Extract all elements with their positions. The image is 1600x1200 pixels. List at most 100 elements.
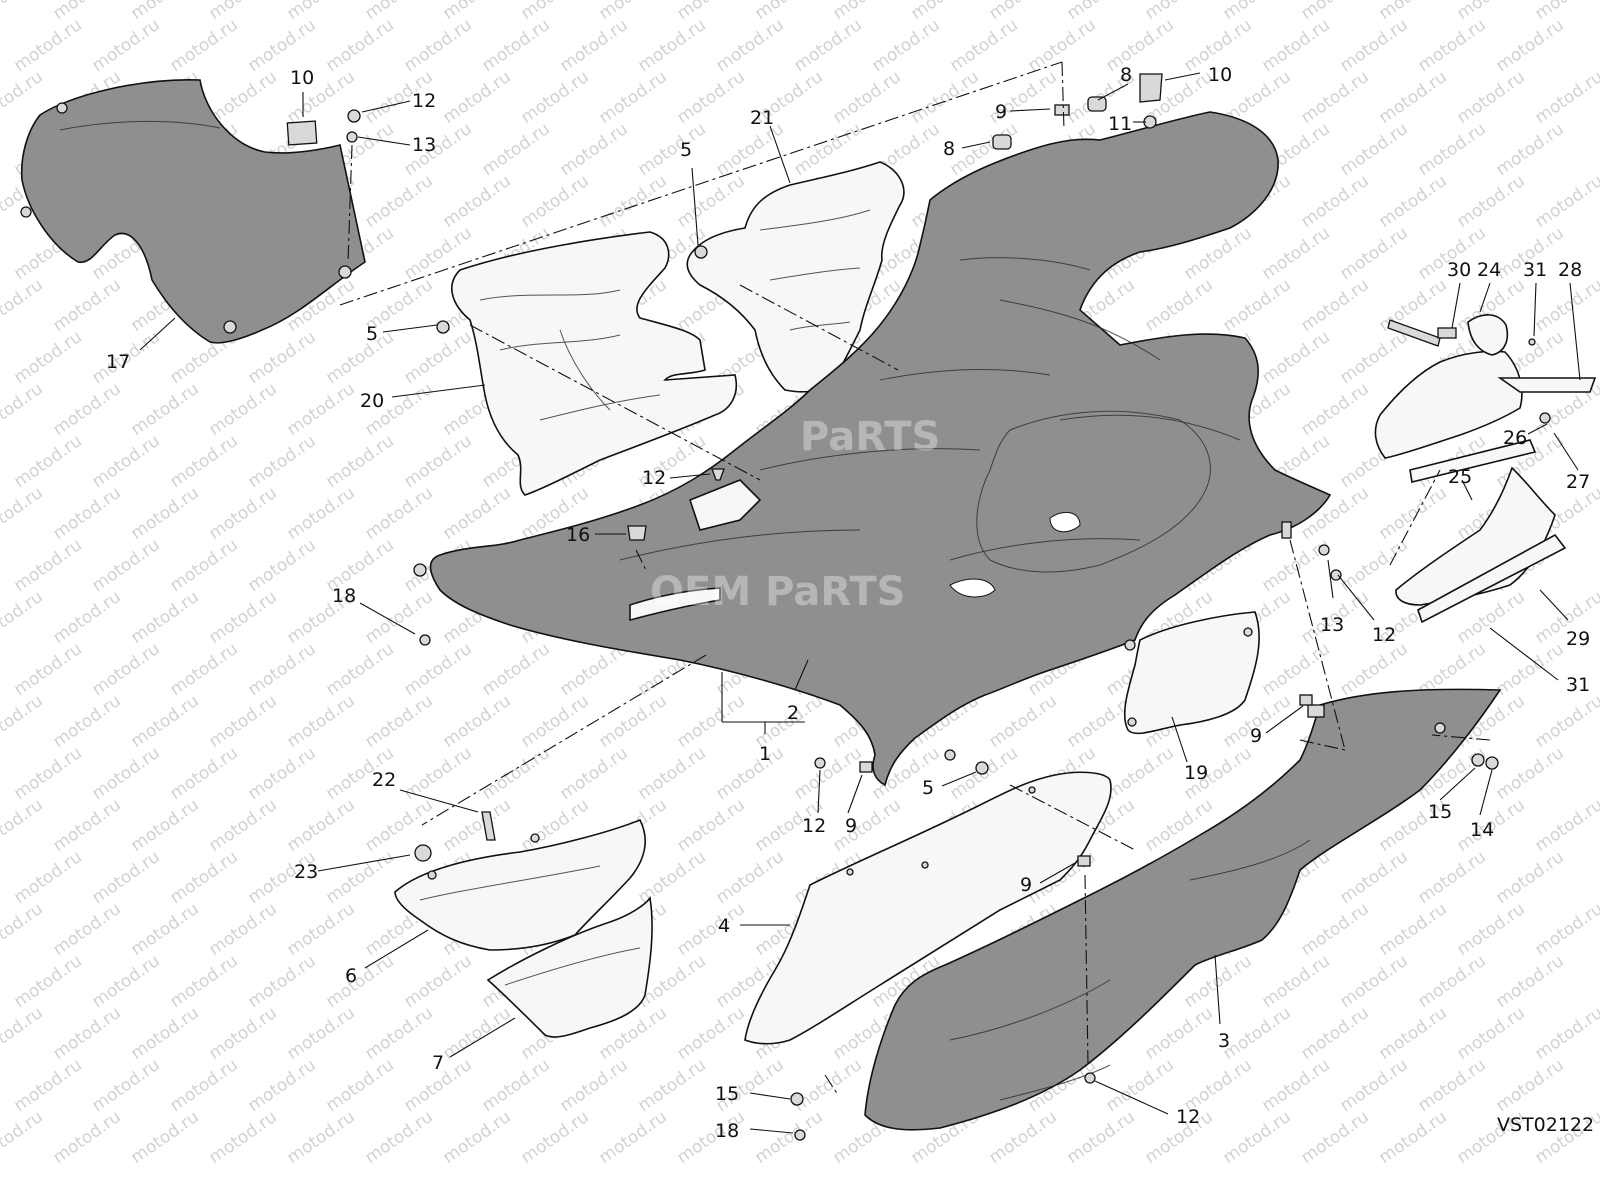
site-watermark: motod.ru <box>1531 171 1600 232</box>
site-watermark: motod.ru <box>1531 0 1600 24</box>
callout-14: 14 <box>1470 819 1494 841</box>
leader-lines <box>139 72 1581 1134</box>
site-watermark: motod.ru <box>244 743 319 804</box>
site-watermark: motod.ru <box>1453 899 1528 960</box>
site-watermark: motod.ru <box>985 0 1060 24</box>
site-watermark: motod.ru <box>478 119 553 180</box>
site-watermark: motod.ru <box>1375 67 1450 128</box>
site-watermark: motod.ru <box>1453 1003 1528 1064</box>
site-watermark: motod.ru <box>0 275 47 336</box>
site-watermark: motod.ru <box>1531 275 1600 336</box>
site-watermark: motod.ru <box>1141 275 1216 336</box>
site-watermark: motod.ru <box>634 1055 709 1116</box>
site-watermark: motod.ru <box>205 0 280 24</box>
site-watermark: motod.ru <box>1375 899 1450 960</box>
callout-12: 12 <box>412 90 436 112</box>
site-watermark: motod.ru <box>439 691 514 752</box>
site-watermark: motod.ru <box>868 15 943 76</box>
site-watermark: motod.ru <box>751 0 826 24</box>
site-watermark: motod.ru <box>400 327 475 388</box>
site-watermark: motod.ru <box>1492 15 1567 76</box>
site-watermark: motod.ru <box>712 743 787 804</box>
part-8-grommets <box>992 96 1107 150</box>
site-watermark: motod.ru <box>439 1107 514 1168</box>
site-watermark: motod.ru <box>361 1003 436 1064</box>
part-9-clips <box>859 104 1313 867</box>
site-watermark: motod.ru <box>283 691 358 752</box>
site-watermark: motod.ru <box>556 1055 631 1116</box>
site-watermark: motod.ru <box>556 15 631 76</box>
site-watermark: motod.ru <box>0 0 47 24</box>
site-watermark: motod.ru <box>0 1003 47 1064</box>
site-watermark: motod.ru <box>127 1003 202 1064</box>
site-watermark: motod.ru <box>88 431 163 492</box>
callout-6: 6 <box>345 965 357 987</box>
site-watermark: motod.ru <box>127 379 202 440</box>
site-watermark: motod.ru <box>1492 951 1567 1012</box>
site-watermark: motod.ru <box>322 639 397 700</box>
site-watermark: motod.ru <box>478 743 553 804</box>
site-watermark: motod.ru <box>400 743 475 804</box>
site-watermark: motod.ru <box>283 0 358 24</box>
part-21-inner-panel <box>686 161 905 393</box>
part-3-lower-side <box>864 688 1502 1131</box>
site-watermark: motod.ru <box>166 1055 241 1116</box>
site-watermark: motod.ru <box>361 1107 436 1168</box>
site-watermark: motod.ru <box>127 0 202 24</box>
site-watermark: motod.ru <box>88 951 163 1012</box>
callout-24: 24 <box>1477 259 1501 281</box>
site-watermark: motod.ru <box>49 379 124 440</box>
callout-19: 19 <box>1184 762 1208 784</box>
callout-3: 3 <box>1218 1030 1230 1052</box>
callout-12: 12 <box>642 467 666 489</box>
site-watermark: motod.ru <box>0 483 47 544</box>
site-watermark: motod.ru <box>1453 171 1528 232</box>
site-watermark: motod.ru <box>1297 0 1372 24</box>
callout-27: 27 <box>1566 471 1590 493</box>
site-watermark: motod.ru <box>1336 15 1411 76</box>
site-watermark: motod.ru <box>0 587 47 648</box>
site-watermark: motod.ru <box>673 171 748 232</box>
part-10-pad-right <box>1139 73 1163 103</box>
site-watermark: motod.ru <box>10 431 85 492</box>
site-watermark: motod.ru <box>1531 691 1600 752</box>
site-watermark: motod.ru <box>205 1003 280 1064</box>
site-watermark: motod.ru <box>1414 951 1489 1012</box>
callout-21: 21 <box>750 107 774 129</box>
site-watermark: motod.ru <box>1258 223 1333 284</box>
callout-10: 10 <box>290 67 314 89</box>
site-watermark: motod.ru <box>1219 0 1294 24</box>
site-watermark: motod.ru <box>1102 15 1177 76</box>
site-watermark: motod.ru <box>400 639 475 700</box>
site-watermark: motod.ru <box>10 743 85 804</box>
site-watermark: motod.ru <box>634 119 709 180</box>
site-watermark: motod.ru <box>517 691 592 752</box>
site-watermark: motod.ru <box>10 327 85 388</box>
site-watermark: motod.ru <box>88 1055 163 1116</box>
site-watermark: motod.ru <box>1297 379 1372 440</box>
callout-5: 5 <box>922 777 934 799</box>
site-watermark: motod.ru <box>205 587 280 648</box>
parts-24-31-assembly <box>1374 314 1597 624</box>
site-watermark: motod.ru <box>205 483 280 544</box>
site-watermark: motod.ru <box>10 1055 85 1116</box>
site-watermark: motod.ru <box>322 15 397 76</box>
site-watermark: motod.ru <box>127 483 202 544</box>
site-watermark: motod.ru <box>244 535 319 596</box>
site-watermark: motod.ru <box>49 1003 124 1064</box>
site-watermark: motod.ru <box>673 67 748 128</box>
callout-10: 10 <box>1208 64 1232 86</box>
site-watermark: motod.ru <box>49 899 124 960</box>
site-watermark: motod.ru <box>322 951 397 1012</box>
site-watermark: motod.ru <box>829 0 904 24</box>
callout-9: 9 <box>845 815 857 837</box>
callout-15: 15 <box>715 1083 739 1105</box>
site-watermark: motod.ru <box>166 15 241 76</box>
site-watermark: motod.ru <box>673 899 748 960</box>
site-watermark: motod.ru <box>478 1055 553 1116</box>
site-watermark: motod.ru <box>985 1107 1060 1168</box>
site-watermark: motod.ru <box>283 795 358 856</box>
site-watermark: motod.ru <box>517 1107 592 1168</box>
callout-12: 12 <box>802 815 826 837</box>
part-1-main-body <box>413 111 1332 787</box>
